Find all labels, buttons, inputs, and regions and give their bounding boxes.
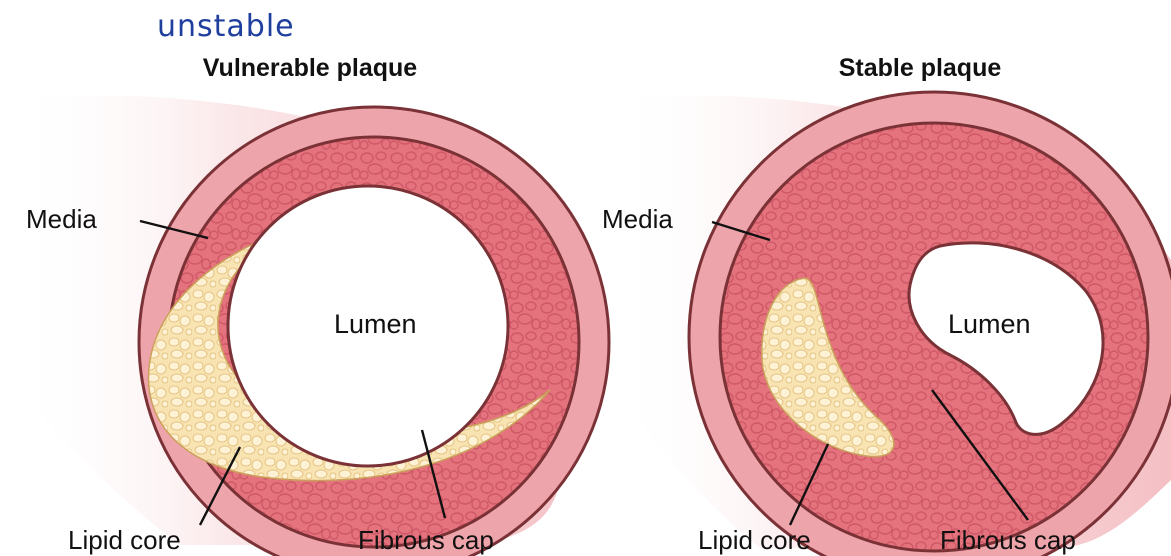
media-label-right: Media [602, 204, 673, 234]
media-label-left: Media [26, 204, 97, 234]
stable-plaque-panel: Stable plaque Media Lumen Lipid core Fib… [602, 54, 1171, 556]
fibrous-cap-label-left: Fibrous cap [358, 525, 494, 555]
panel-title-left: Vulnerable plaque [203, 54, 418, 82]
fibrous-cap-label-right: Fibrous cap [940, 525, 1076, 555]
lipid-core-label-left: Lipid core [68, 525, 181, 555]
vulnerable-plaque-panel: unstable Vulnerable plaque Media Lumen L… [10, 9, 609, 556]
lumen-label-right: Lumen [948, 309, 1031, 339]
lumen-label-left: Lumen [334, 309, 417, 339]
lipid-core-label-right: Lipid core [698, 525, 811, 555]
panel-title-right: Stable plaque [839, 54, 1002, 82]
handwritten-note: unstable [157, 9, 295, 44]
